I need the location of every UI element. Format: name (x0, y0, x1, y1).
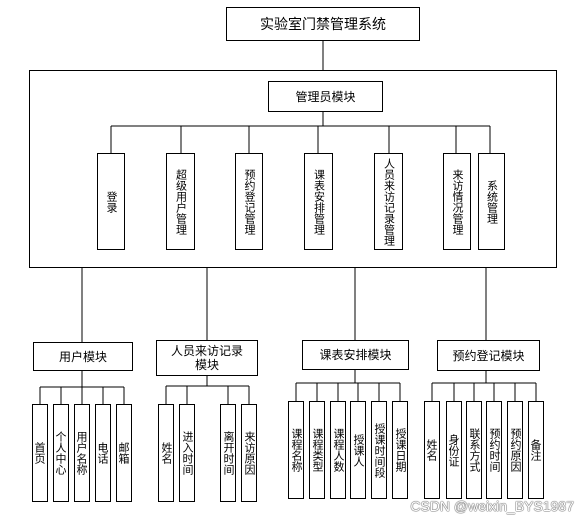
booking-field-name: 姓名 (424, 401, 440, 499)
csdn-watermark: CSDN @weixin_BYS1987 (410, 498, 574, 514)
visitor-field-name: 姓名 (158, 404, 174, 502)
user-field-profile: 个人中心 (53, 404, 69, 502)
module-booking: 预约登记模块 (437, 340, 540, 371)
user-field-phone: 电话 (95, 404, 111, 502)
admin-module-frame (29, 70, 557, 268)
admin-child-booking: 预约登记管理 (235, 153, 263, 250)
booking-field-id-card: 身份证 (446, 401, 462, 499)
admin-module-box: 管理员模块 (268, 81, 383, 112)
schedule-field-course-type: 课程类型 (309, 401, 325, 499)
schedule-field-course-name: 课程名称 (288, 401, 304, 499)
user-field-home: 首页 (32, 404, 48, 502)
booking-field-contact: 联系方式 (466, 401, 482, 499)
system-title: 实验室门禁管理系统 (226, 7, 420, 41)
user-field-email: 邮箱 (116, 404, 132, 502)
admin-child-superuser: 超级用户管理 (166, 153, 195, 250)
admin-child-visitor-record: 人员来访记录管理 (374, 153, 403, 250)
schedule-field-time-slot: 授课时间段 (371, 401, 387, 499)
user-field-username: 用户名称 (74, 404, 90, 502)
visitor-field-exit-time: 离开时间 (220, 404, 236, 502)
admin-child-schedule: 课表安排管理 (304, 153, 333, 250)
booking-field-remark: 备注 (528, 401, 544, 499)
admin-child-login: 登录 (97, 153, 125, 250)
module-schedule: 课表安排模块 (302, 340, 409, 370)
booking-field-reason: 预约原因 (507, 401, 523, 499)
module-user: 用户模块 (33, 342, 133, 371)
visitor-field-reason: 来访原因 (241, 404, 257, 502)
visitor-field-entry-time: 进入时间 (179, 404, 195, 502)
booking-field-time: 预约时间 (486, 401, 502, 499)
module-visitor-record: 人员来访记录模块 (156, 340, 258, 376)
schedule-field-course-count: 课程人数 (330, 401, 346, 499)
schedule-field-date: 授课日期 (392, 401, 408, 499)
admin-child-visit-status: 来访情况管理 (443, 153, 471, 250)
admin-child-system: 系统管理 (478, 153, 505, 250)
schedule-field-teacher: 授课人 (350, 401, 366, 499)
